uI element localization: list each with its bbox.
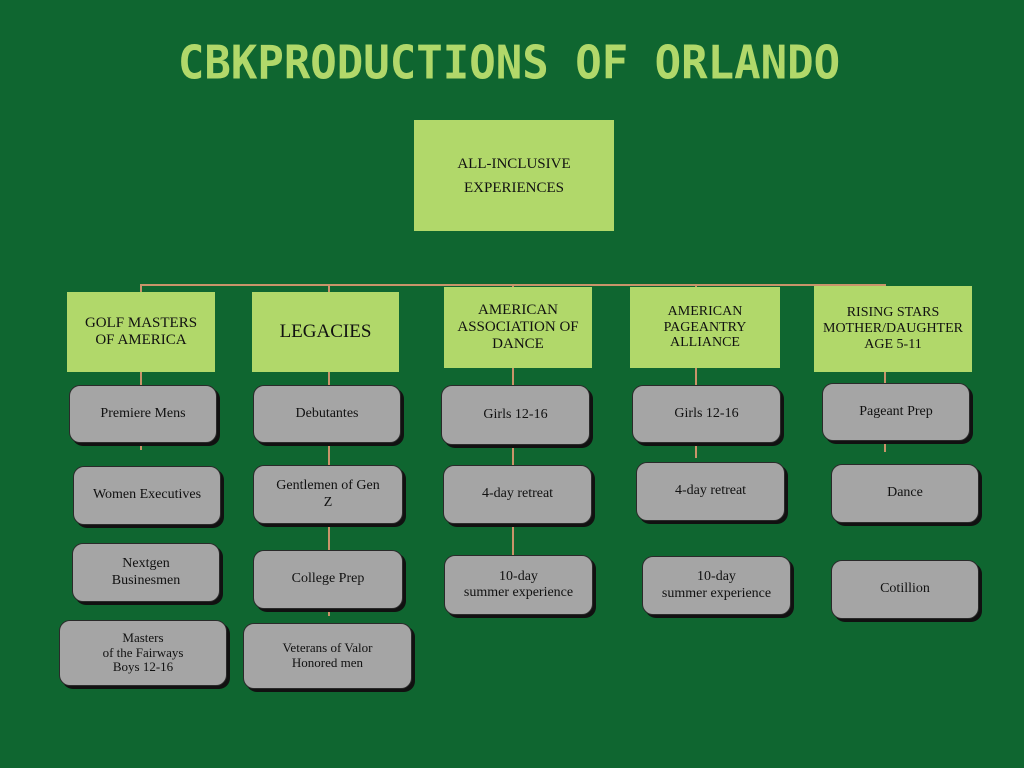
program-node: Pageant Prep (822, 383, 970, 441)
program-node: Girls 12-16 (632, 385, 781, 443)
program-label: Pageant Prep (859, 403, 933, 419)
program-label: 10-day summer experience (661, 569, 772, 601)
program-label: Masters of the Fairways Boys 12-16 (102, 629, 184, 675)
program-label: 10-day summer experience (463, 568, 574, 600)
program-label: Cotillion (880, 581, 930, 597)
root-node-label: ALL-INCLUSIVE EXPERIENCES (457, 155, 571, 196)
connector-cat-4 (695, 284, 697, 288)
category-pageantry: AMERICAN PAGEANTRY ALLIANCE (630, 287, 780, 368)
category-label: RISING STARS MOTHER/DAUGHTER AGE 5-11 (823, 305, 963, 352)
program-label: Dance (887, 485, 923, 501)
program-label: Women Executives (92, 487, 202, 503)
connector-cat-1 (140, 284, 142, 292)
program-label: College Prep (291, 571, 365, 587)
program-node: Girls 12-16 (441, 385, 590, 445)
program-node: College Prep (253, 550, 403, 609)
program-label: Girls 12-16 (483, 406, 548, 422)
program-label: 4-day retreat (481, 486, 554, 502)
category-legacies: LEGACIES (252, 292, 399, 372)
program-node: Women Executives (73, 466, 221, 525)
program-node: Gentlemen of Gen Z (253, 465, 403, 524)
program-node: Premiere Mens (69, 385, 217, 443)
category-label: AMERICAN ASSOCIATION OF DANCE (457, 302, 579, 352)
connector-cat-3 (512, 284, 514, 288)
program-node: 4-day retreat (636, 462, 785, 521)
program-label: Debutantes (295, 405, 359, 421)
program-node: Veterans of Valor Honored men (243, 623, 412, 689)
program-label: 4-day retreat (674, 483, 747, 499)
root-node: ALL-INCLUSIVE EXPERIENCES (414, 120, 614, 231)
category-label: AMERICAN PAGEANTRY ALLIANCE (663, 303, 747, 351)
category-dance: AMERICAN ASSOCIATION OF DANCE (444, 287, 592, 368)
program-label: Veterans of Valor Honored men (282, 640, 373, 670)
connector-cat-2 (328, 284, 330, 292)
program-node: Cotillion (831, 560, 979, 619)
category-label: GOLF MASTERS OF AMERICA (84, 315, 198, 348)
category-golf-masters: GOLF MASTERS OF AMERICA (67, 292, 215, 372)
program-node: 10-day summer experience (642, 556, 791, 615)
connector-root (512, 231, 514, 285)
program-node: Masters of the Fairways Boys 12-16 (59, 620, 227, 686)
program-label: Nextgen Businesmen (111, 556, 181, 588)
program-node: Dance (831, 464, 979, 523)
program-node: 4-day retreat (443, 465, 592, 524)
program-node: Nextgen Businesmen (72, 543, 220, 602)
category-label: LEGACIES (279, 321, 372, 343)
program-node: 10-day summer experience (444, 555, 593, 615)
program-node: Debutantes (253, 385, 401, 443)
program-label: Girls 12-16 (674, 405, 739, 421)
category-rising-stars: RISING STARS MOTHER/DAUGHTER AGE 5-11 (814, 286, 972, 372)
connector-sub-3 (512, 368, 514, 556)
program-label: Premiere Mens (100, 405, 186, 421)
program-label: Gentlemen of Gen Z (276, 478, 380, 510)
chart-title: CBKPRODUCTIONS OF ORLANDO (177, 36, 841, 91)
